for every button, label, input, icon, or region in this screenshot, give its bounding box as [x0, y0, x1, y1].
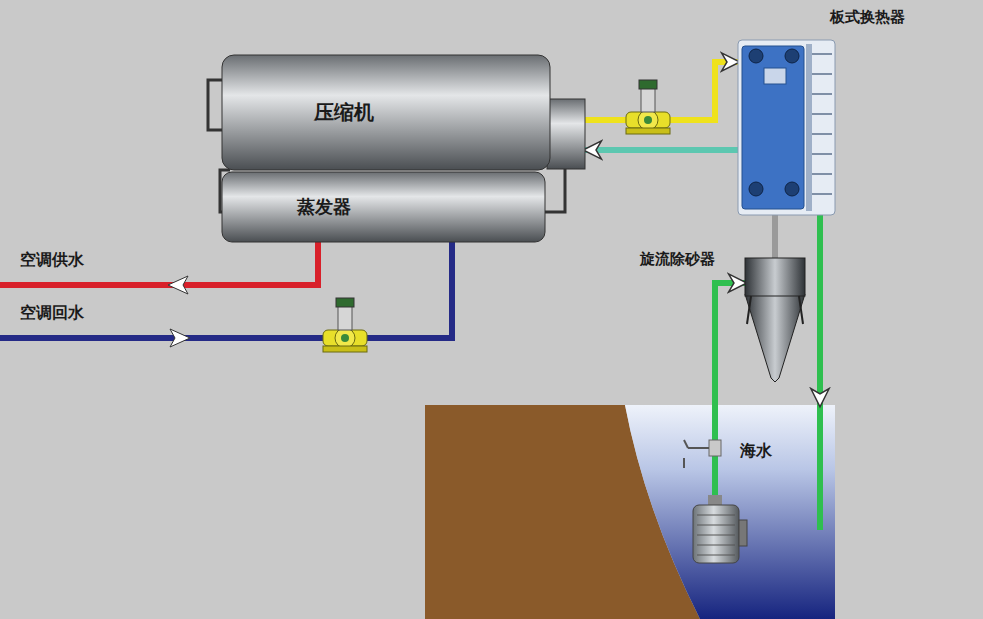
- sea-water: [625, 405, 835, 619]
- node-label: 蒸发器: [297, 195, 351, 219]
- circulation-pump: [626, 80, 670, 134]
- flow-arrow: [168, 276, 188, 294]
- evaporator-shape: [222, 172, 545, 242]
- supply-pipe: [0, 240, 318, 285]
- pipe-connector: [817, 215, 823, 405]
- pipe-connector: [585, 147, 738, 153]
- discharge-pipe: [817, 405, 823, 530]
- pipe-connector: [715, 283, 745, 405]
- node-label: 板式换热器: [830, 8, 905, 27]
- evaporator: 蒸发器: [222, 172, 545, 242]
- flow-arrow: [170, 329, 190, 347]
- compressor-shape: [222, 55, 585, 170]
- pipe-label: 空调供水: [20, 250, 84, 271]
- plate-heat-exchanger: 板式换热器: [738, 40, 835, 215]
- submersible-pump: [693, 495, 747, 563]
- seawater: 海水: [630, 405, 835, 619]
- circulation-pump: [323, 298, 367, 352]
- node-label: 海水: [740, 441, 772, 462]
- node-label: 压缩机: [314, 99, 374, 126]
- pipe-label: 空调回水: [20, 303, 84, 324]
- return-pipe: [0, 240, 452, 338]
- cyclone-sand-separator: 旋流除砂器: [745, 258, 805, 382]
- cyclone-sand-separator-shape: [745, 258, 805, 382]
- node-label: 旋流除砂器: [640, 250, 715, 269]
- pipe-connector: [772, 215, 778, 258]
- compressor: 压缩机: [222, 55, 585, 170]
- pipe-connector: [585, 62, 738, 120]
- valve: [684, 440, 721, 468]
- plate-heat-exchanger-shape: [738, 40, 835, 215]
